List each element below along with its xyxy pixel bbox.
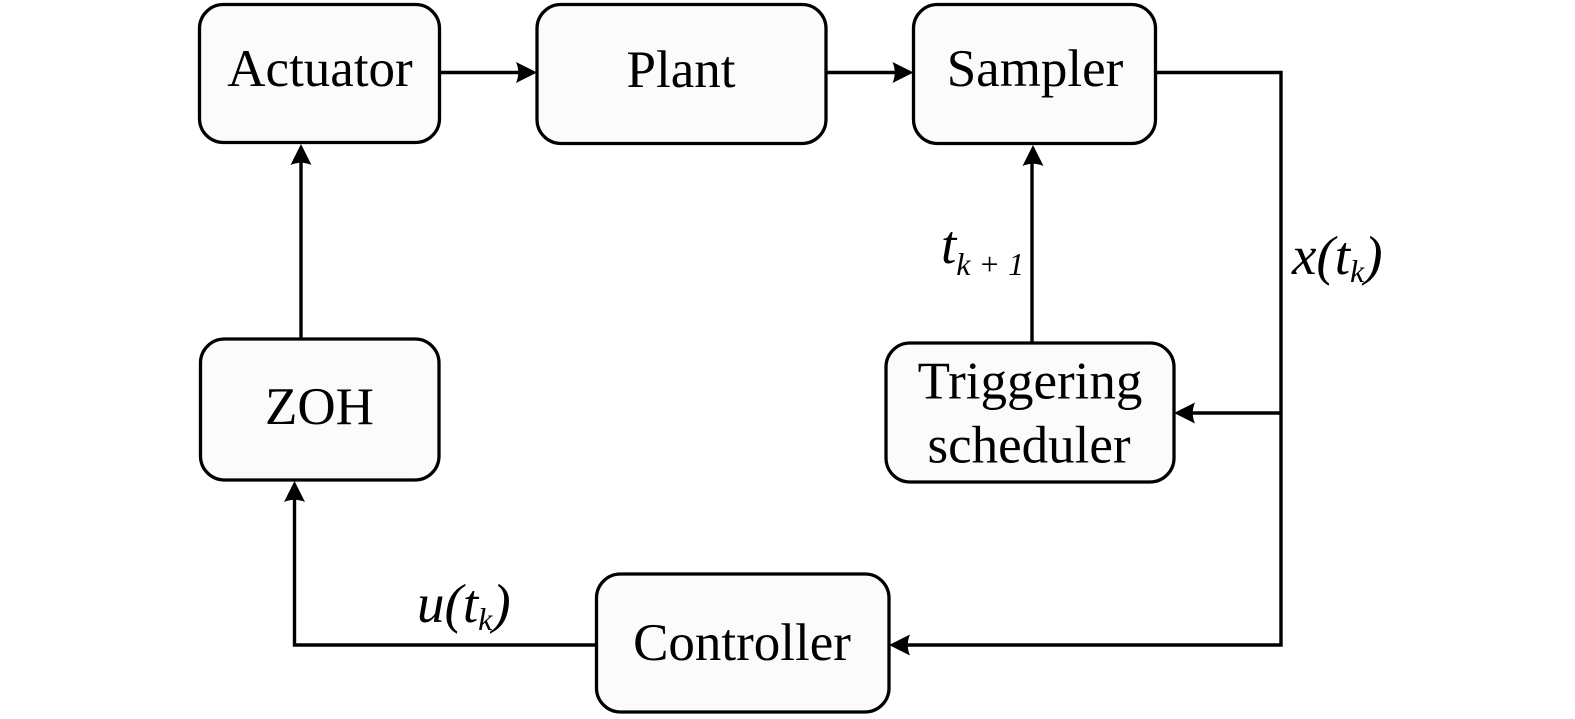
svg-text:Triggering: Triggering	[918, 353, 1143, 411]
svg-text:Actuator: Actuator	[227, 40, 413, 98]
svg-text:ZOH: ZOH	[265, 378, 374, 436]
svg-text:x(tk): x(tk)	[1291, 225, 1383, 289]
svg-text:u(tk): u(tk)	[417, 573, 511, 637]
svg-text:scheduler: scheduler	[927, 417, 1130, 475]
svg-text:Plant: Plant	[627, 41, 736, 99]
svg-text:Controller: Controller	[633, 614, 851, 672]
svg-text:tk + 1: tk + 1	[941, 214, 1024, 282]
svg-text:Sampler: Sampler	[947, 40, 1124, 98]
